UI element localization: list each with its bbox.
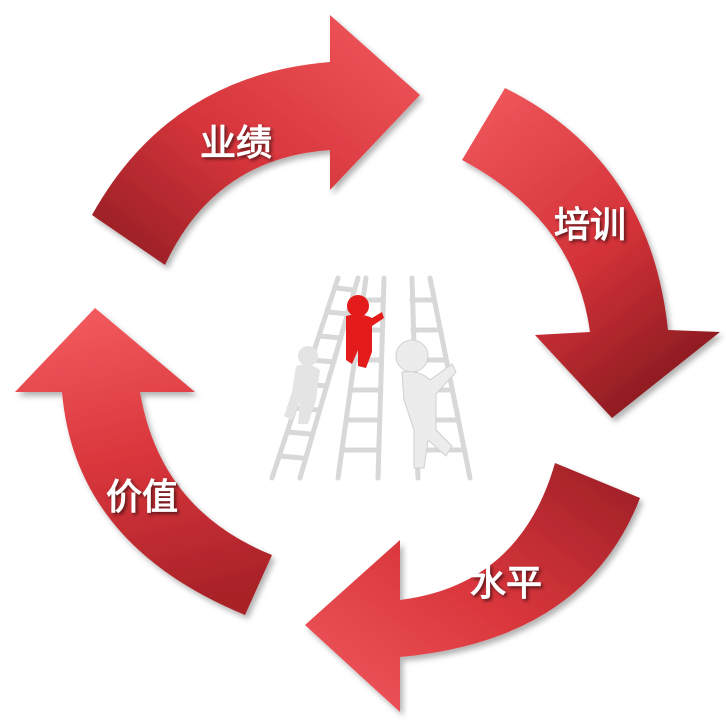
step-label-training: 培训 [553,205,627,246]
climbing-figure-gray-right [395,339,457,469]
arrow-performance [92,15,420,265]
step-label-performance: 业绩 [199,123,273,164]
step-label-value: 价值 [105,477,179,518]
arrow-value [15,308,272,615]
climbing-figure-red [346,295,384,368]
arrow-level [305,463,640,712]
arrow-training [462,88,720,418]
step-label-level: 水平 [469,563,543,604]
climbing-figure-gray-left [284,346,320,424]
